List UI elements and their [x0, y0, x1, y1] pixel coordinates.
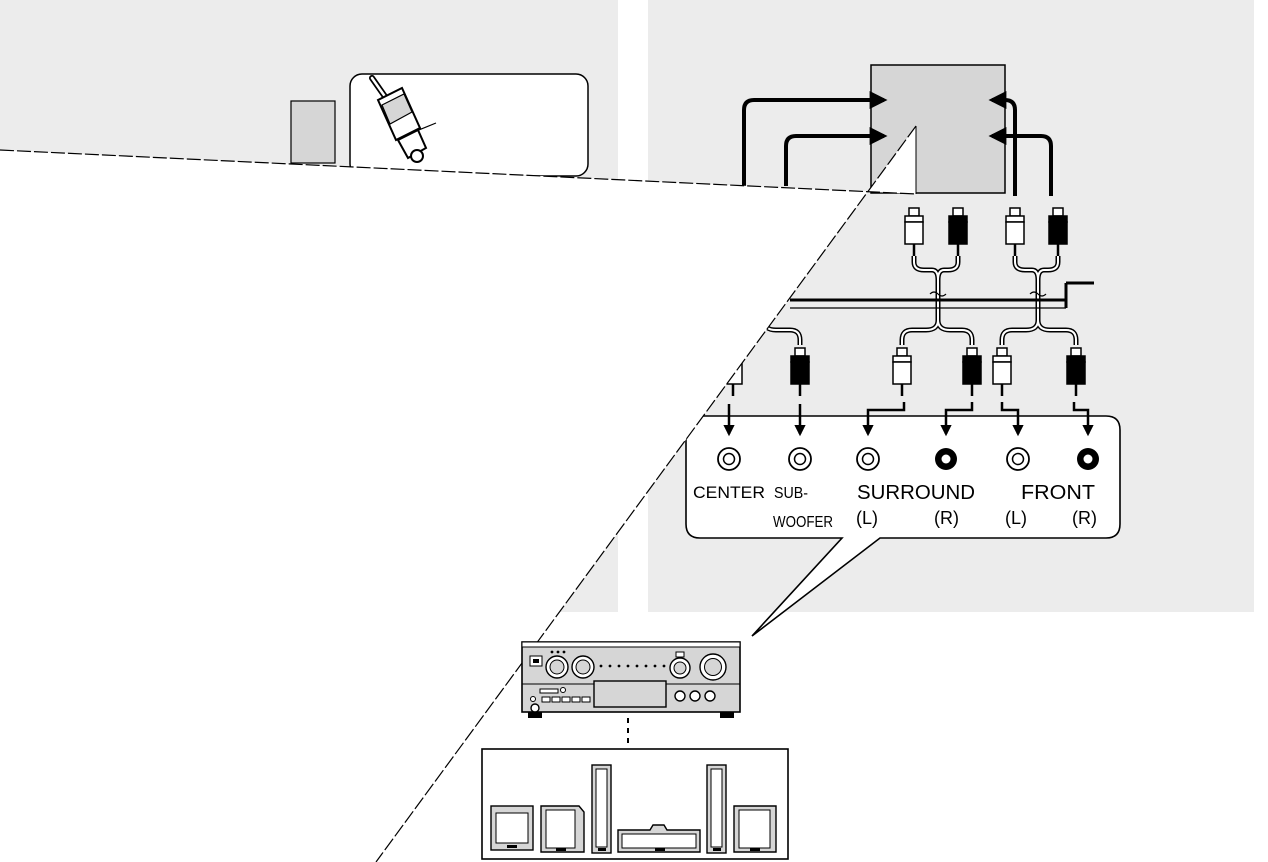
label-subwoofer-2: WOOFER	[773, 514, 833, 531]
front-display	[594, 681, 666, 707]
optical-plug-inset	[350, 74, 588, 176]
front-input-jacks	[675, 691, 715, 701]
label-surround-right: (R)	[934, 508, 959, 528]
front-left-speaker-icon	[592, 765, 611, 853]
volume-knob-left-icon	[546, 656, 568, 678]
label-subwoofer-1: SUB-	[774, 485, 808, 502]
jack-front-left	[1007, 448, 1029, 470]
label-surround: SURROUND	[857, 482, 975, 504]
label-center: CENTER	[693, 483, 765, 502]
power-button-icon	[530, 656, 542, 666]
headphone-jack-icon	[531, 704, 539, 712]
jack-center	[718, 448, 740, 470]
jack-surround-left	[857, 448, 879, 470]
unit-side-block	[291, 101, 335, 163]
jack-surround-right	[935, 448, 957, 470]
tuning-knob-left-icon	[572, 656, 594, 678]
master-volume-knob-icon	[700, 654, 726, 680]
surround-right-speaker-icon	[734, 806, 776, 852]
label-surround-left: (L)	[856, 508, 878, 528]
label-front: FRONT	[1021, 482, 1095, 504]
label-front-left: (L)	[1005, 508, 1027, 528]
label-front-right: (R)	[1072, 508, 1097, 528]
front-right-speaker-icon	[707, 765, 726, 853]
jack-front-right	[1077, 448, 1099, 470]
jack-subwoofer	[789, 448, 811, 470]
surround-left-speaker-icon	[541, 806, 584, 852]
av-receiver	[522, 642, 740, 718]
subwoofer-speaker-icon	[491, 806, 533, 850]
